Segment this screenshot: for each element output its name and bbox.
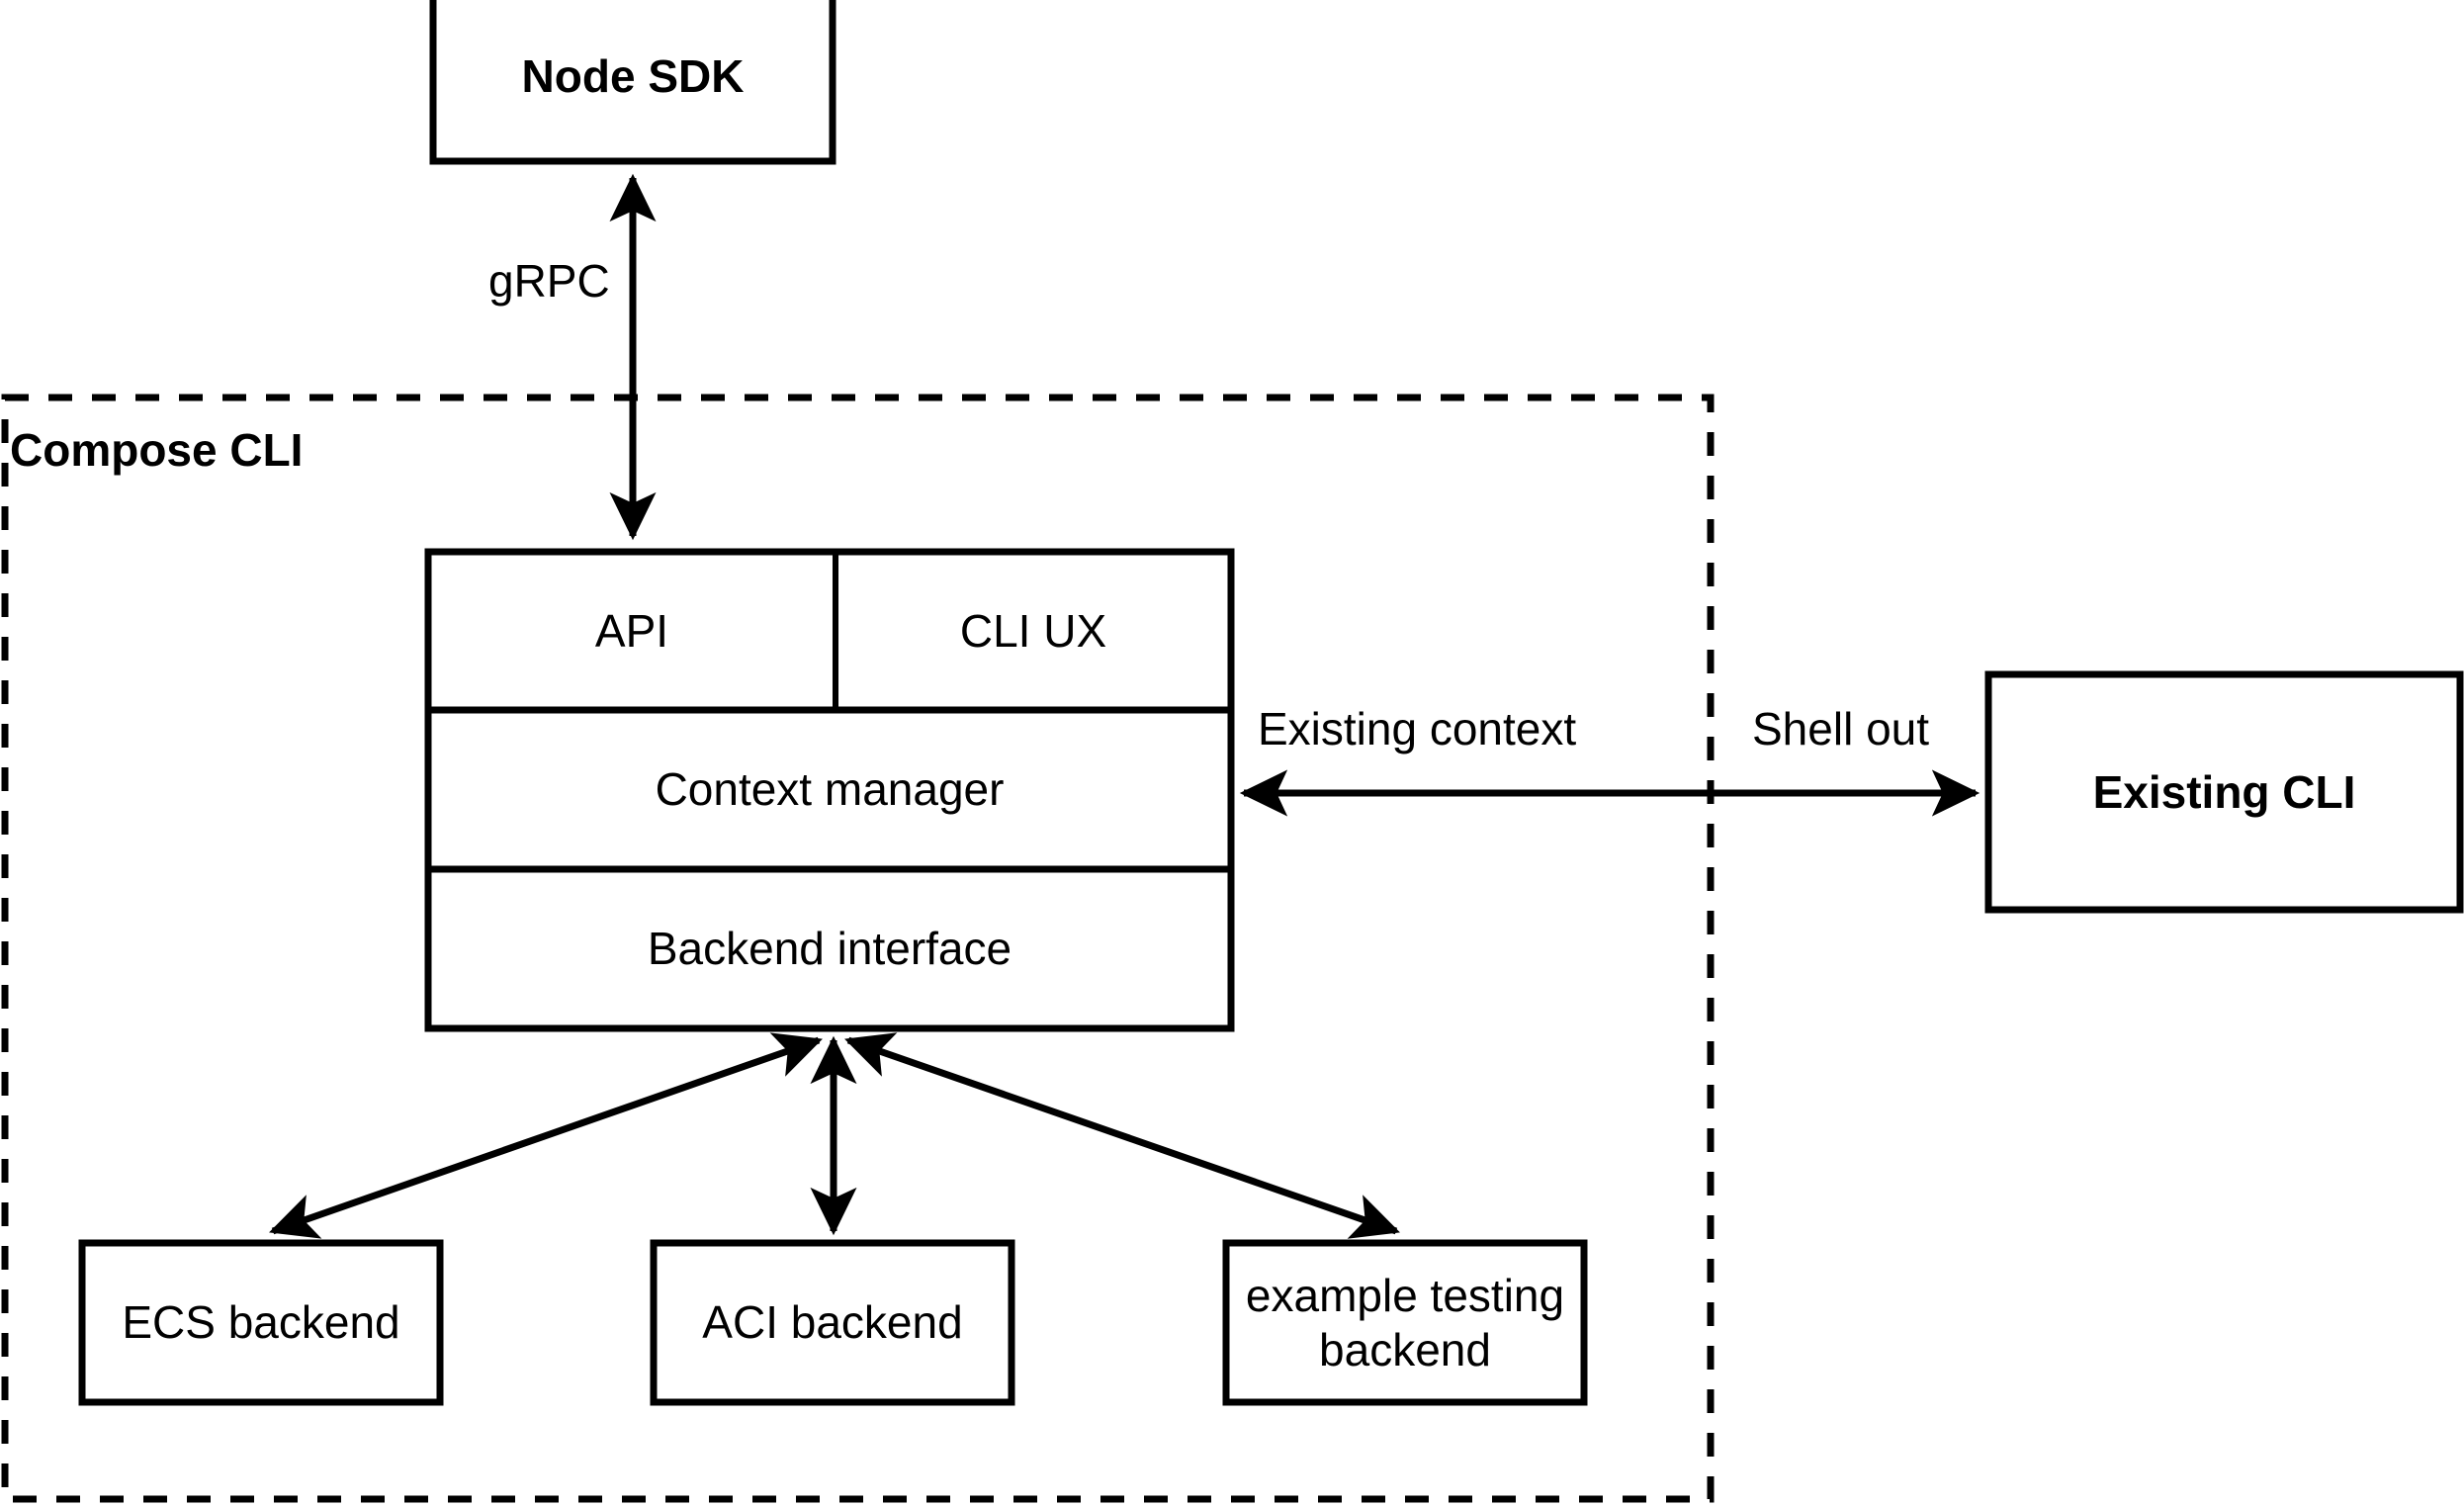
existing-cli-box[interactable] [1984, 670, 2464, 914]
backend-to-example-testing-connector [844, 1032, 1400, 1239]
ecs-backend-box[interactable] [78, 1239, 444, 1406]
shell-out-edge-label: Shell out [1752, 703, 1930, 754]
compose-cli-group-title: Compose CLI [10, 424, 304, 476]
example-testing-backend-box[interactable] [1222, 1239, 1588, 1406]
compose-cli-group-border [1, 394, 1715, 1503]
compose-stack-box [424, 548, 1235, 1032]
backend-to-ecs-connector [269, 1032, 823, 1239]
grpc-edge-label: gRPC [488, 255, 610, 307]
aci-backend-box[interactable] [650, 1239, 1015, 1406]
existing-context-edge-label: Existing context [1258, 703, 1577, 754]
node-sdk-box[interactable] [429, 0, 836, 165]
